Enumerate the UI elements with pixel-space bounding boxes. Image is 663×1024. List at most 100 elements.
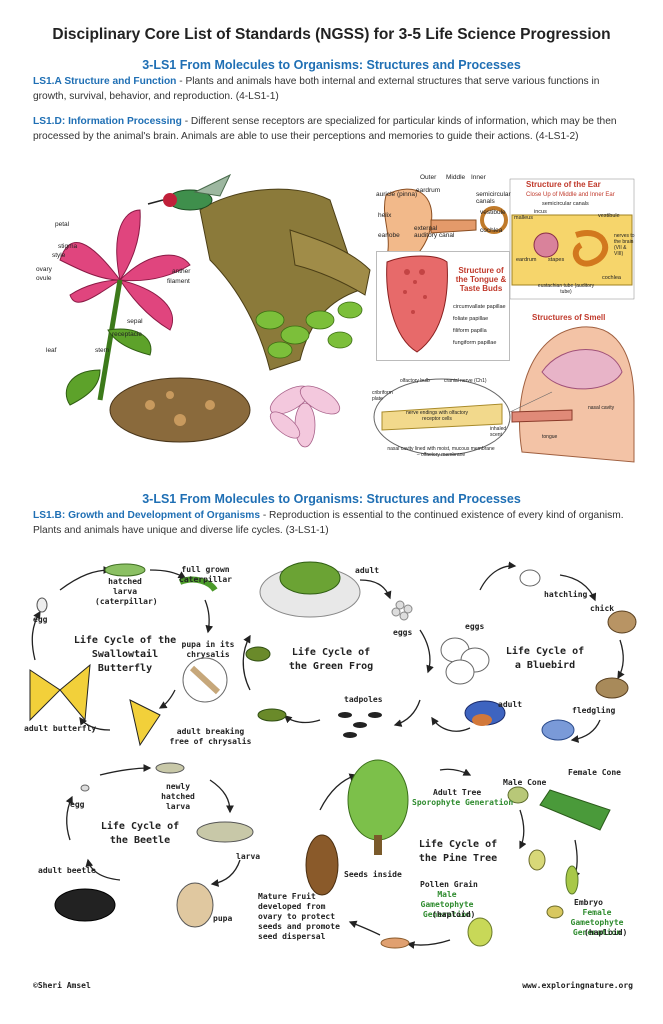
smell-art [373,326,635,463]
pine-adult-tree-label: Adult Tree [433,788,482,797]
tongue-label-foliate: foliate papillae [453,316,489,322]
flower-label-stigma: stigma [58,243,78,250]
pine-sporophyte-label: Sporophyte Generation [412,798,514,807]
bluebird-fledgling-label: fledgling [572,706,616,715]
smell-label-cribriform: cribriform plate [372,390,393,402]
ear-closeup-title: Structure of the Ear [526,180,601,189]
beetle-pupa-label: pupa [213,914,233,923]
ear-label-eardrum: eardrum [416,187,441,194]
ls1d-text: - Different sense receptors are speciali… [33,116,617,142]
beetle-cycle-title: Life Cycle of the Beetle [100,821,180,846]
flower-label-receptacle: receptacle [112,331,142,338]
tongue-title: Structure of the Tongue & Taste Buds [455,266,507,293]
flower-label-leaf: leaf [46,347,57,354]
ear-label-canal: external auditory canal [414,225,455,239]
page-title: Disciplinary Core List of Standards (NGS… [52,26,611,43]
ls1d-label: LS1.D: Information Processing [33,116,182,127]
pine-embryo-label: Embryo [574,898,603,907]
tongue-art [386,255,448,353]
frog-eggs-label: eggs [393,628,413,637]
smell-label-nerve-endings: nerve endings with olfactory receptor ce… [406,410,468,422]
ear-label-middle: Middle [446,174,466,181]
tongue-label-filiform: filiform papilla [453,328,487,334]
section-1-heading: 3-LS1 From Molecules to Organisms: Struc… [142,58,521,72]
smell-label-tongue: tongue [542,434,558,440]
pine-female-generation-label: Female Gametophyte Generation [570,908,624,937]
flower-label-filament: filament [167,278,190,285]
butterfly-cycle-title: Life Cycle of the Swallowtail Butterfly [73,635,177,674]
footer-copyright: ©Sheri Amsel [33,981,91,990]
tongue-label-fungiform: fungiform papillae [453,340,497,346]
smell-diagram: Structures of Smell olfactory bulb crani… [372,312,636,464]
ear-label-inner: Inner [471,174,486,181]
pine-seeds-label: Seeds inside [344,870,402,879]
ear-closeup-label-eardrum: eardrum [516,257,537,263]
pine-pollen-haploid-label: (haploid) [432,910,476,919]
pine-female-cone-label: Female Cone [568,768,621,777]
plant-structures-illustration: petal stigma style ovary ovule anther fi… [30,170,371,460]
smell-label-membrane: nasal cavity lined with moist, mucous me… [387,446,495,458]
smell-label-cranial-nerve: cranial nerve (Ch1) [444,378,487,384]
butterfly-caterpillar-label: full grown caterpillar [179,565,232,584]
pine-male-generation-label: Male Gametophyte Generation [420,890,474,919]
flower-label-stem: stem [95,347,110,354]
pine-fruit-label: Mature Fruit developed from ovary to pro… [258,892,340,941]
butterfly-breaking-label: adult breaking free of chrysalis [169,727,252,746]
tongue-diagram: Structure of the Tongue & Taste Buds cir… [376,251,510,361]
frog-tadpoles-label: tadpoles [344,695,383,704]
flower-label-sepal: sepal [127,318,143,325]
flower-and-tree-art [59,173,371,448]
bluebird-cycle-title: Life Cycle of a Bluebird [505,646,585,671]
ear-closeup-subtitle: Close Up of Middle and Inner Ear [526,192,615,198]
smell-title: Structures of Smell [532,313,606,322]
flower-label-ovule: ovule [36,275,52,282]
beetle-egg-label: egg [70,800,85,809]
section-2-heading: 3-LS1 From Molecules to Organisms: Struc… [142,492,521,506]
beetle-larva-label: larva [236,852,261,861]
smell-label-olfactory-bulb: olfactory bulb [400,378,430,384]
smell-label-nasal-cavity: nasal cavity [588,405,615,411]
ls1a-text: - Plants and animals have both internal … [33,76,600,102]
pine-pollen-label: Pollen Grain [420,880,478,889]
ls1b-label: LS1.B: Growth and Development of Organis… [33,510,260,521]
bluebird-adult-label: adult [498,700,523,709]
pine-embryo-haploid-label: (haploid) [584,928,628,937]
ear-label-earlobe: earlobe [378,232,400,239]
ear-closeup-label-vestibule: vestibule [598,213,620,219]
ear-label-semicircular: semicircular canals [476,191,511,205]
ear-label-cochlea: cochlea [480,227,503,234]
ear-closeup-label-stapes: stapes [548,257,565,263]
ear-label-helix: helix [378,212,392,219]
tongue-label-circumvallate: circumvallate papillae [453,304,506,310]
pine-cycle-title: Life Cycle of the Pine Tree [418,839,498,864]
flower-label-anther: anther [172,268,191,275]
ear-closeup-label-eustachian: eustachian tube (auditory tube) [537,283,595,295]
frog-adult-label: adult [355,566,380,575]
ear-closeup-label-nerves: nerves to the brain (VII & VIII) [614,233,635,257]
ls1a-label: LS1.A Structure and Function [33,76,177,87]
bluebird-eggs-label: eggs [465,622,485,631]
ear-label-vestibule: vestibule [480,209,506,216]
ear-diagram: Outer Middle Inner auricle (pinna) eardr… [376,174,635,305]
butterfly-adult-label: adult butterfly [24,724,97,733]
ls1d-paragraph: LS1.D: Information Processing - Differen… [33,114,633,144]
ear-label-outer: Outer [420,174,437,181]
flower-label-style: style [52,252,66,259]
butterfly-pupa-label: pupa in its chrysalis [181,640,235,659]
smell-label-inhaled: inhaled scent [490,426,507,438]
ls1a-paragraph: LS1.A Structure and Function - Plants an… [33,74,633,104]
pine-male-cone-label: Male Cone [503,778,547,787]
beetle-adult-label: adult beetle [38,866,96,875]
ear-closeup-label-incus: incus [534,209,547,215]
ls1b-text: - Reproduction is essential to the conti… [33,510,624,536]
bluebird-hatchling-label: hatchling [544,590,588,599]
ear-closeup-label-cochlea: cochlea [602,275,621,281]
footer-website-link[interactable]: www.exploringnature.org [522,981,633,990]
bluebird-chick-label: chick [590,604,615,613]
ls1b-paragraph: LS1.B: Growth and Development of Organis… [33,508,633,538]
ear-closeup-label-malleus: malleus [514,215,533,221]
ear-label-auricle: auricle (pinna) [376,191,418,198]
frog-cycle-title: Life Cycle of the Green Frog [288,647,374,672]
butterfly-egg-label: egg [33,615,48,624]
